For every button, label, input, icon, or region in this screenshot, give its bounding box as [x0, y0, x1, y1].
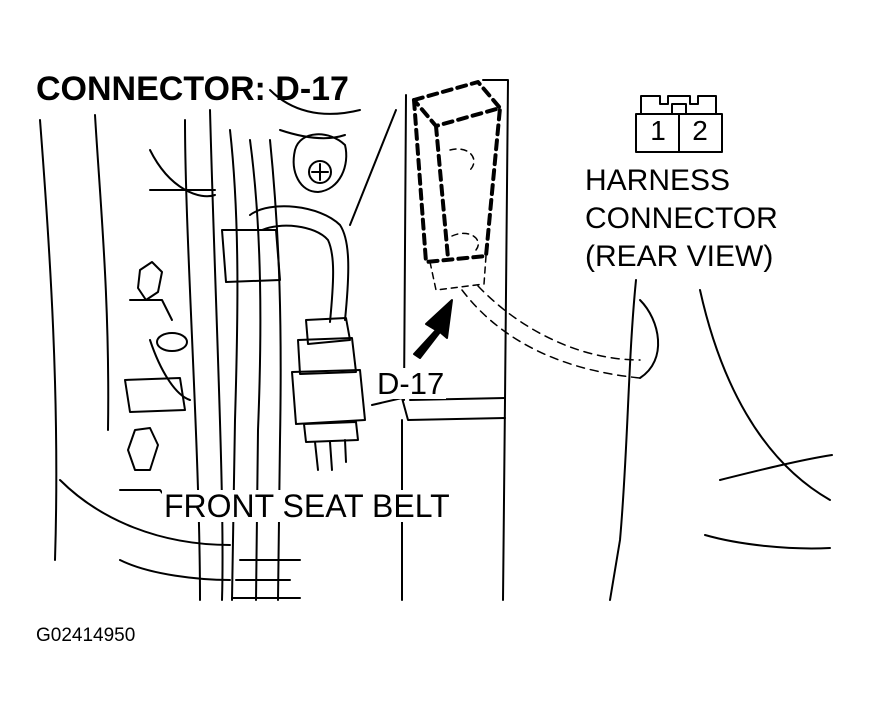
hidden-connector-detail	[429, 148, 487, 291]
connector-callout-label: D-17	[375, 366, 447, 401]
anchor-bolt	[292, 133, 348, 193]
hidden-wire	[461, 285, 641, 379]
body-panel	[609, 279, 833, 601]
connector-pin-2: 2	[692, 115, 708, 146]
connector-pin-1: 1	[650, 115, 666, 146]
connector-rear-view	[635, 95, 723, 153]
mounting-clips	[119, 261, 191, 501]
figure-id: G02414950	[36, 625, 136, 646]
left-trim	[39, 109, 231, 601]
callout-arrow	[413, 299, 453, 359]
seat-belt-webbing	[221, 89, 361, 601]
harness-label-line1: HARNESS	[585, 164, 731, 197]
hidden-connector-d17	[412, 80, 502, 264]
harness-label-line2: CONNECTOR	[585, 202, 778, 235]
connector-title: CONNECTOR: D-17	[36, 70, 349, 108]
leader-line	[349, 109, 397, 226]
wire-harness	[249, 205, 366, 471]
component-label: FRONT SEAT BELT	[162, 488, 452, 524]
harness-label-line3: (REAR VIEW)	[585, 240, 774, 273]
